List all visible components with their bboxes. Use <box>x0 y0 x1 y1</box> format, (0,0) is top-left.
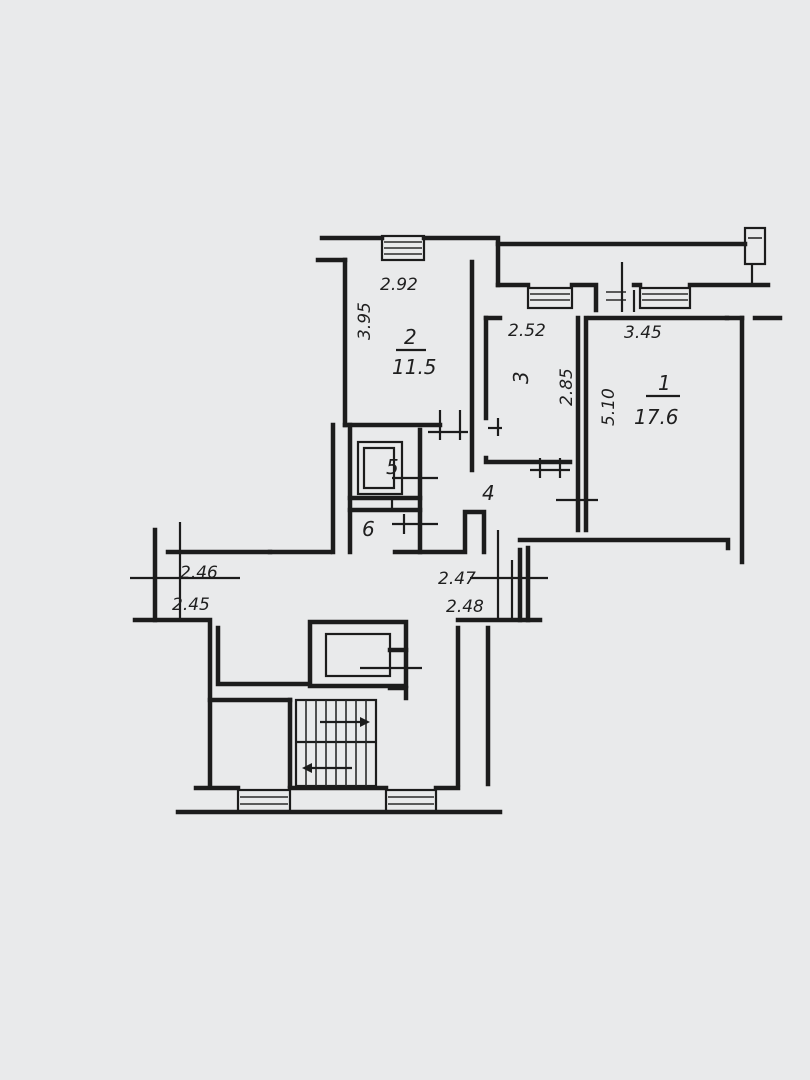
stair-arrow-down-icon <box>302 763 352 773</box>
window-room3 <box>526 286 574 310</box>
room-number-6: 6 <box>362 517 375 541</box>
stairwell-walls <box>132 527 543 815</box>
room-number-4: 4 <box>482 481 495 505</box>
room-number-5: 5 <box>386 455 399 479</box>
room-area-2: 11.5 <box>392 355 437 379</box>
dim-room3-depth: 2.85 <box>557 368 577 406</box>
dim-room1-width: 3.45 <box>624 323 662 343</box>
dimension-labels: 2.92 3.95 2.52 2.85 3.45 5.10 2.46 2.45 … <box>172 275 662 617</box>
dim-room2-depth: 3.95 <box>355 302 375 340</box>
window-hatches <box>236 226 767 814</box>
dim-landing-right-top: 2.47 <box>438 569 476 589</box>
room-number-3: 3 <box>509 371 533 384</box>
bathroom-fixtures <box>356 440 404 508</box>
dim-room1-depth: 5.10 <box>599 388 619 426</box>
dim-landing-left-top: 2.46 <box>180 563 218 583</box>
window-stair-left <box>236 788 292 814</box>
room-labels: 2 11.5 3 1 17.6 4 5 6 <box>362 325 680 541</box>
stair-arrow-up-icon <box>320 717 370 727</box>
balcony-box <box>743 226 767 285</box>
dim-landing-left-bottom: 2.45 <box>172 595 210 615</box>
staircase <box>294 698 378 788</box>
window-room1 <box>606 286 692 310</box>
dim-room2-width: 2.92 <box>380 275 418 295</box>
dim-room3-width: 2.52 <box>508 321 546 341</box>
room-number-1: 1 <box>658 371 671 395</box>
window-stair-right <box>384 788 438 814</box>
window-room2 <box>380 234 426 262</box>
dim-landing-right-bottom: 2.48 <box>446 597 484 617</box>
exterior-walls <box>267 235 783 623</box>
room-number-2: 2 <box>404 325 417 349</box>
door-markers <box>130 262 636 670</box>
room-area-1: 17.6 <box>634 405 679 429</box>
